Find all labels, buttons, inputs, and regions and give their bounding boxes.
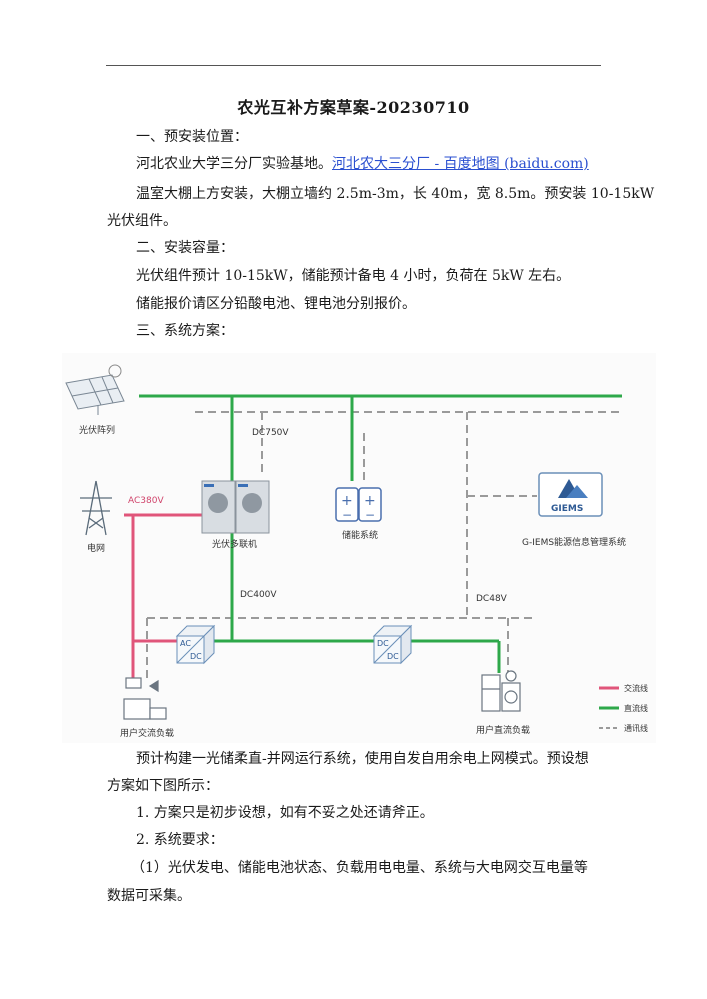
quote-text: 储能报价请区分铅酸电池、锂电池分别报价。	[136, 296, 416, 312]
comm-lines	[146, 411, 622, 683]
dcdc-converter-icon: DC DC	[372, 624, 413, 665]
svg-text:DC: DC	[377, 639, 389, 648]
requirement-line-2: 数据可采集。	[107, 888, 191, 904]
capacity-text: 光伏组件预计 10-15kW，储能预计备电 4 小时，负荷在 5kW 左右。	[136, 268, 571, 284]
svg-text:−: −	[365, 508, 375, 522]
grid-label: 电网	[87, 542, 105, 554]
legend-comm-label: 通讯线	[624, 723, 648, 733]
para-line-2: 方案如下图所示：	[107, 778, 219, 794]
ac380-label: AC380V	[128, 496, 164, 506]
pv-array-icon	[65, 364, 125, 415]
giems-label: G-IEMS能源信息管理系统	[522, 536, 626, 548]
legend-dc-label: 直流线	[624, 703, 648, 713]
svg-text:DC: DC	[190, 652, 202, 661]
pv-multi-unit-icon	[201, 480, 270, 534]
giems-logo-icon: GIEMS	[538, 472, 603, 517]
system-diagram: 光伏阵列 DC750V 电网 AC380V 光伏多联机 + + − − 储能系统…	[62, 353, 656, 743]
svg-text:DC: DC	[387, 652, 399, 661]
dc750-label: DC750V	[252, 428, 289, 438]
dc-load-label: 用户直流负载	[476, 724, 530, 736]
svg-text:+: +	[341, 493, 353, 509]
ac-load-icon	[123, 677, 167, 720]
dc400-label: DC400V	[240, 590, 277, 600]
location-paragraph: 河北农业大学三分厂实验基地。河北农大三分厂 - 百度地图 (baidu.com)	[136, 154, 589, 174]
install-line-2: 光伏组件。	[107, 213, 177, 229]
pv-array-label: 光伏阵列	[79, 424, 115, 436]
acdc-converter-icon: AC DC	[175, 624, 216, 665]
dc48-label: DC48V	[476, 594, 508, 604]
svg-text:AC: AC	[180, 639, 191, 648]
document-title: 农光互补方案草案-20230710	[237, 98, 470, 117]
ac-load-label: 用户交流负载	[120, 727, 174, 739]
section3-heading: 三、系统方案：	[136, 323, 234, 339]
baidu-map-link[interactable]: 河北农大三分厂 - 百度地图 (baidu.com)	[332, 156, 589, 172]
svg-text:+: +	[364, 493, 376, 509]
install-line-1: 温室大棚上方安装，大棚立墙约 2.5m-3m，长 40m，宽 8.5m。预安装 …	[136, 186, 655, 202]
storage-battery-icon: + + − −	[335, 487, 382, 522]
legend: 交流线 直流线 通讯线	[599, 683, 648, 733]
location-text: 河北农业大学三分厂实验基地。	[136, 156, 332, 172]
ac-lines	[124, 513, 202, 678]
dc-load-icon	[481, 670, 521, 712]
dc-lines	[139, 394, 622, 673]
svg-text:−: −	[342, 508, 352, 522]
legend-ac-label: 交流线	[624, 683, 648, 693]
list-item-2: 2. 系统要求：	[136, 832, 224, 848]
svg-text:GIEMS: GIEMS	[551, 504, 583, 514]
section1-heading: 一、预安装位置：	[136, 129, 248, 145]
list-item-1: 1. 方案只是初步设想，如有不妥之处还请斧正。	[136, 805, 434, 821]
pv-multi-unit-label: 光伏多联机	[212, 538, 257, 550]
header-rule	[106, 65, 601, 66]
requirement-line-1: （1）光伏发电、储能电池状态、负载用电电量、系统与大电网交互电量等	[131, 860, 588, 876]
storage-label: 储能系统	[342, 529, 378, 541]
section2-heading: 二、安装容量：	[136, 240, 234, 256]
grid-tower-icon	[80, 480, 112, 536]
para-line-1: 预计构建一光储柔直-并网运行系统，使用自发自用余电上网模式。预设想	[136, 751, 589, 767]
